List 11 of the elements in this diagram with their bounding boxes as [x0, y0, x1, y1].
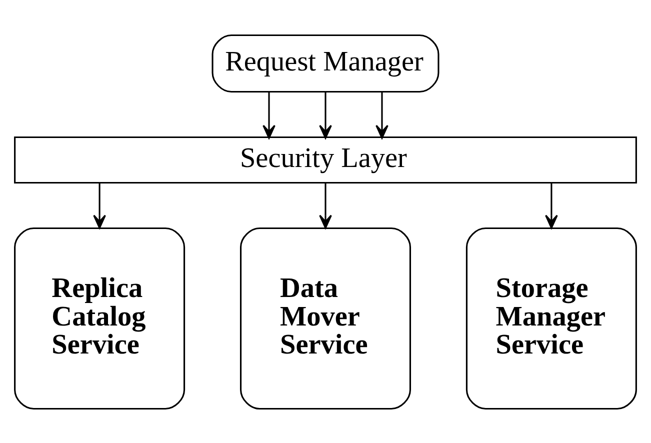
arrow: [545, 182, 558, 228]
arrow: [376, 92, 388, 138]
arrow: [93, 182, 106, 228]
node-box: Data Mover Service: [240, 227, 412, 410]
node-box: Replica Catalog Service: [14, 227, 186, 410]
node-box: Security Layer: [14, 136, 637, 184]
node-box: Request Manager: [212, 34, 440, 92]
node-box: Storage Manager Service: [466, 227, 637, 410]
arrow: [319, 182, 332, 228]
arrow: [319, 92, 332, 138]
arrow: [262, 92, 276, 138]
